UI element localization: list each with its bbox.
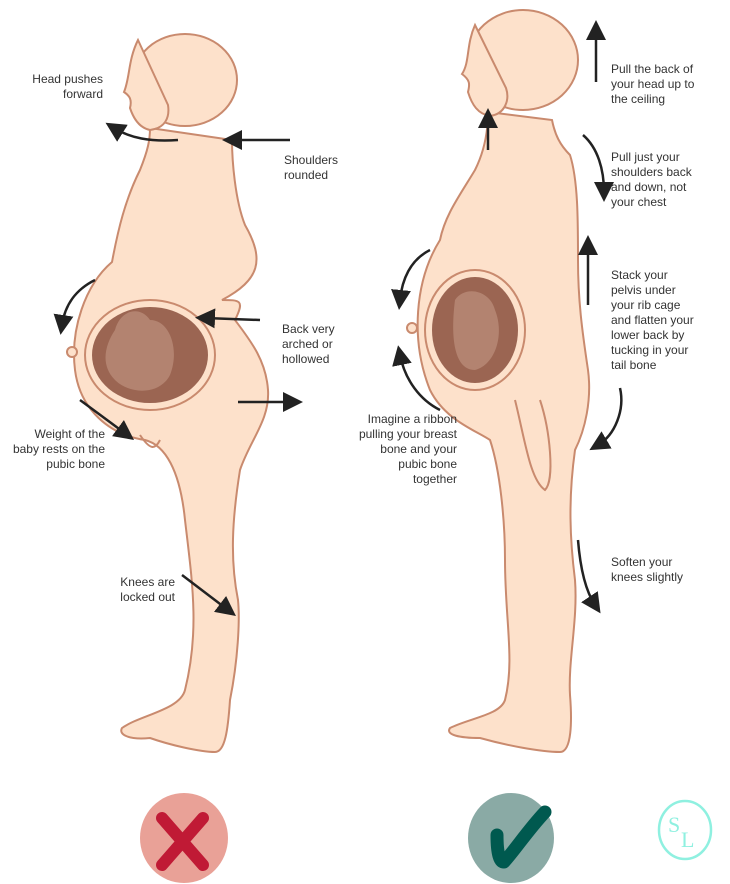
label-head-pushes-forward: Head pushes forward xyxy=(32,72,103,101)
label-stack-pelvis: Stack your pelvis under your rib cage an… xyxy=(611,268,694,372)
label-soften-knees: Soften your knees slightly xyxy=(611,555,684,584)
label-imagine-ribbon: Imagine a ribbon pulling your breast bon… xyxy=(358,412,457,486)
arrow-icon xyxy=(53,278,96,335)
arrow-icon xyxy=(195,308,261,329)
label-shoulders-back: Pull just your shoulders back and down, … xyxy=(611,150,692,209)
arrow-icon xyxy=(181,574,236,617)
label-shoulders-rounded: Shoulders rounded xyxy=(284,153,339,182)
arrow-icon xyxy=(576,539,601,614)
arrows xyxy=(53,20,623,617)
svg-text:L: L xyxy=(681,827,694,852)
good-posture-womb xyxy=(424,269,526,391)
arrow-icon xyxy=(79,398,135,440)
bad-posture-womb xyxy=(84,299,216,411)
arrow-icon xyxy=(391,248,431,310)
sl-logo: S L xyxy=(657,799,713,861)
label-knees-locked: Knees are locked out xyxy=(120,575,175,604)
label-weight-on-pubic-bone: Weight of the baby rests on the pubic bo… xyxy=(12,427,105,471)
label-back-arched: Back very arched or hollowed xyxy=(282,322,335,366)
arrow-icon xyxy=(582,134,614,202)
label-pull-head-up: Pull the back of your head up to the cei… xyxy=(611,62,695,106)
svg-text:S: S xyxy=(668,812,680,837)
check-mark-icon xyxy=(468,793,554,883)
arrow-icon xyxy=(392,345,441,412)
x-mark-icon xyxy=(140,793,228,883)
arrow-icon xyxy=(105,122,179,142)
arrow-icon xyxy=(589,387,623,451)
